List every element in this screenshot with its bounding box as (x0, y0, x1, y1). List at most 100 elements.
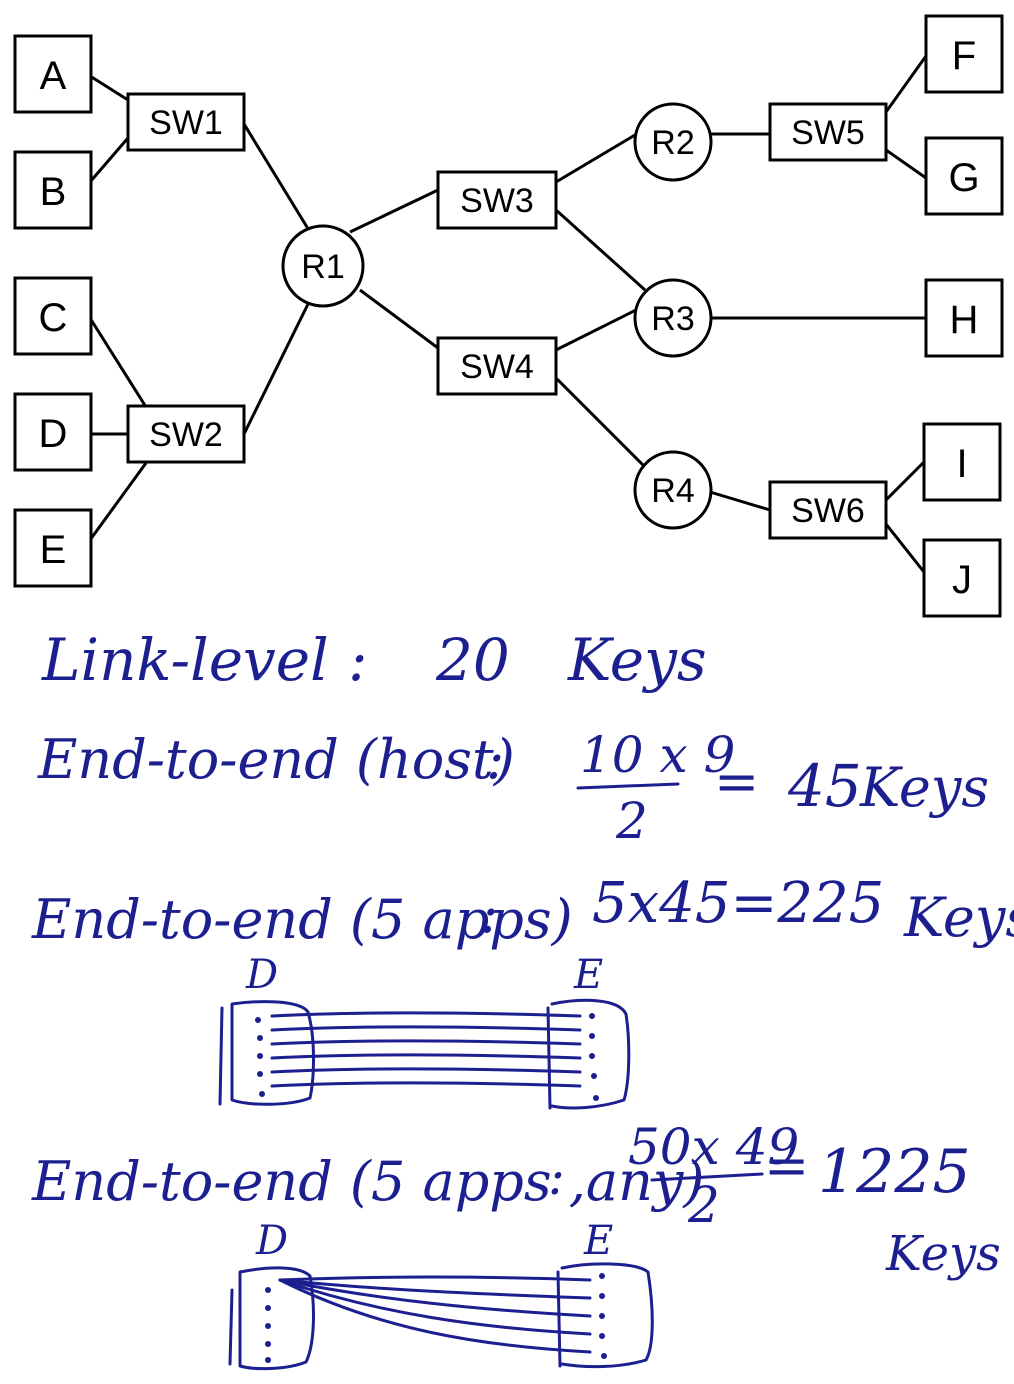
switch-SW3: SW3 (436, 170, 558, 230)
router-R1-label: R1 (301, 248, 344, 286)
link-R1-SW3 (349, 188, 439, 234)
sketch1-left-label: D (245, 952, 278, 998)
note-any-equals: = (764, 1134, 809, 1197)
sketch1-ports (255, 1013, 599, 1101)
note-apps-unit: Keys (903, 886, 1014, 949)
note-any-fraction-bar (650, 1172, 764, 1182)
note-host-value: 45 (787, 752, 862, 820)
host-J-label: J (952, 558, 972, 602)
link-B-SW1 (88, 137, 130, 183)
host-H-label: H (950, 298, 979, 342)
host-D-label: D (39, 412, 68, 456)
note-link-level-colon: : (348, 626, 368, 694)
sketch1-left-bracket (218, 1006, 224, 1106)
host-A: A (13, 34, 93, 114)
host-B: B (13, 150, 93, 230)
switch-SW2-label: SW2 (149, 416, 223, 454)
sketch1-left-host (230, 1000, 315, 1106)
link-SW5-F (884, 55, 928, 113)
link-SW5-G (885, 148, 927, 180)
sketch1-right-host (550, 998, 631, 1110)
link-SW4-R3 (555, 306, 641, 352)
link-R1-SW4 (359, 288, 439, 350)
note-any-label: End-to-end (5 apps ,any) (31, 1150, 704, 1213)
note-host: End-to-end (host) : 10 x 9 2 = 45 Keys (37, 726, 989, 850)
note-host-denominator: 2 (615, 792, 648, 850)
router-R1: R1 (281, 224, 365, 308)
link-SW3-R3 (554, 208, 647, 292)
note-host-unit: Keys (859, 756, 989, 819)
sketch2-right-bracket (556, 1270, 562, 1368)
host-B-label: B (40, 170, 67, 214)
note-host-equals: = (714, 750, 759, 813)
link-E-SW2 (88, 462, 148, 541)
host-E: E (13, 508, 93, 588)
router-R3: R3 (633, 278, 713, 358)
note-host-numerator: 10 x 9 (580, 726, 735, 784)
note-apps-colon: : (480, 882, 498, 945)
note-apps: End-to-end (5 apps) : 5x45=225 Keys (31, 871, 1014, 951)
sketch2-right-host (560, 1262, 654, 1369)
host-E-label: E (40, 528, 67, 572)
note-link-level: Link-level : 20 Keys (41, 626, 707, 694)
host-F-label: F (952, 34, 976, 78)
note-link-level-unit: Keys (567, 626, 707, 694)
sketch1-connections (270, 1011, 582, 1088)
router-R2: R2 (633, 102, 713, 182)
note-host-colon: : (486, 728, 504, 791)
sketch2-ports (265, 1273, 607, 1363)
sketch-any-to-any: D E (228, 1218, 654, 1371)
switch-SW5-label: SW5 (791, 114, 865, 152)
switch-SW4: SW4 (436, 336, 558, 396)
link-SW1-R1 (242, 123, 312, 233)
switch-SW1: SW1 (126, 92, 246, 152)
note-link-level-label: Link-level (41, 626, 329, 694)
host-A-label: A (40, 54, 67, 98)
link-A-SW1 (89, 74, 129, 102)
sketch2-left-bracket (228, 1288, 234, 1366)
host-G: G (924, 136, 1004, 216)
switch-SW2: SW2 (126, 404, 246, 464)
host-I: I (922, 422, 1002, 502)
note-any: End-to-end (5 apps ,any) : 50x 49 2 = 12… (31, 1118, 1001, 1282)
note-host-fraction-bar (576, 782, 680, 790)
router-R2-label: R2 (651, 124, 694, 162)
sketch2-left-label: D (255, 1218, 288, 1264)
note-host-label: End-to-end (host) (37, 728, 515, 791)
note-any-unit: Keys (885, 1226, 1001, 1282)
switch-SW3-label: SW3 (460, 182, 534, 220)
note-apps-label: End-to-end (5 apps) (31, 888, 573, 951)
link-SW6-I (884, 460, 926, 502)
link-SW6-J (884, 523, 926, 573)
note-apps-expression: 5x45=225 (592, 871, 884, 936)
note-any-value: 1225 (818, 1137, 971, 1207)
note-any-numerator: 50x 49 (628, 1118, 799, 1176)
router-R4-label: R4 (651, 472, 694, 510)
host-H: H (924, 278, 1004, 358)
host-J: J (922, 538, 1002, 618)
host-F: F (924, 14, 1004, 94)
note-any-colon: : (548, 1148, 565, 1206)
host-G-label: G (948, 156, 979, 200)
sketch1-right-label: E (573, 952, 603, 998)
switch-SW4-label: SW4 (460, 348, 534, 386)
router-R3-label: R3 (651, 300, 694, 338)
host-C-label: C (39, 296, 68, 340)
host-D: D (13, 392, 93, 472)
link-SW4-R4 (554, 376, 650, 472)
switch-SW1-label: SW1 (149, 104, 223, 142)
note-any-denominator: 2 (687, 1176, 720, 1234)
link-C-SW2 (88, 317, 148, 408)
note-link-level-value: 20 (435, 626, 510, 694)
switch-SW6-label: SW6 (791, 492, 865, 530)
host-C: C (13, 276, 93, 356)
link-SW2-R1 (242, 299, 312, 435)
sketch2-right-label: E (583, 1218, 613, 1264)
sketch-one-to-one: D E (218, 952, 631, 1110)
switch-SW6: SW6 (768, 480, 888, 540)
sketch2-connections (278, 1275, 592, 1354)
router-R4: R4 (633, 450, 713, 530)
switch-SW5: SW5 (768, 102, 888, 162)
link-R4-SW6 (709, 490, 771, 512)
